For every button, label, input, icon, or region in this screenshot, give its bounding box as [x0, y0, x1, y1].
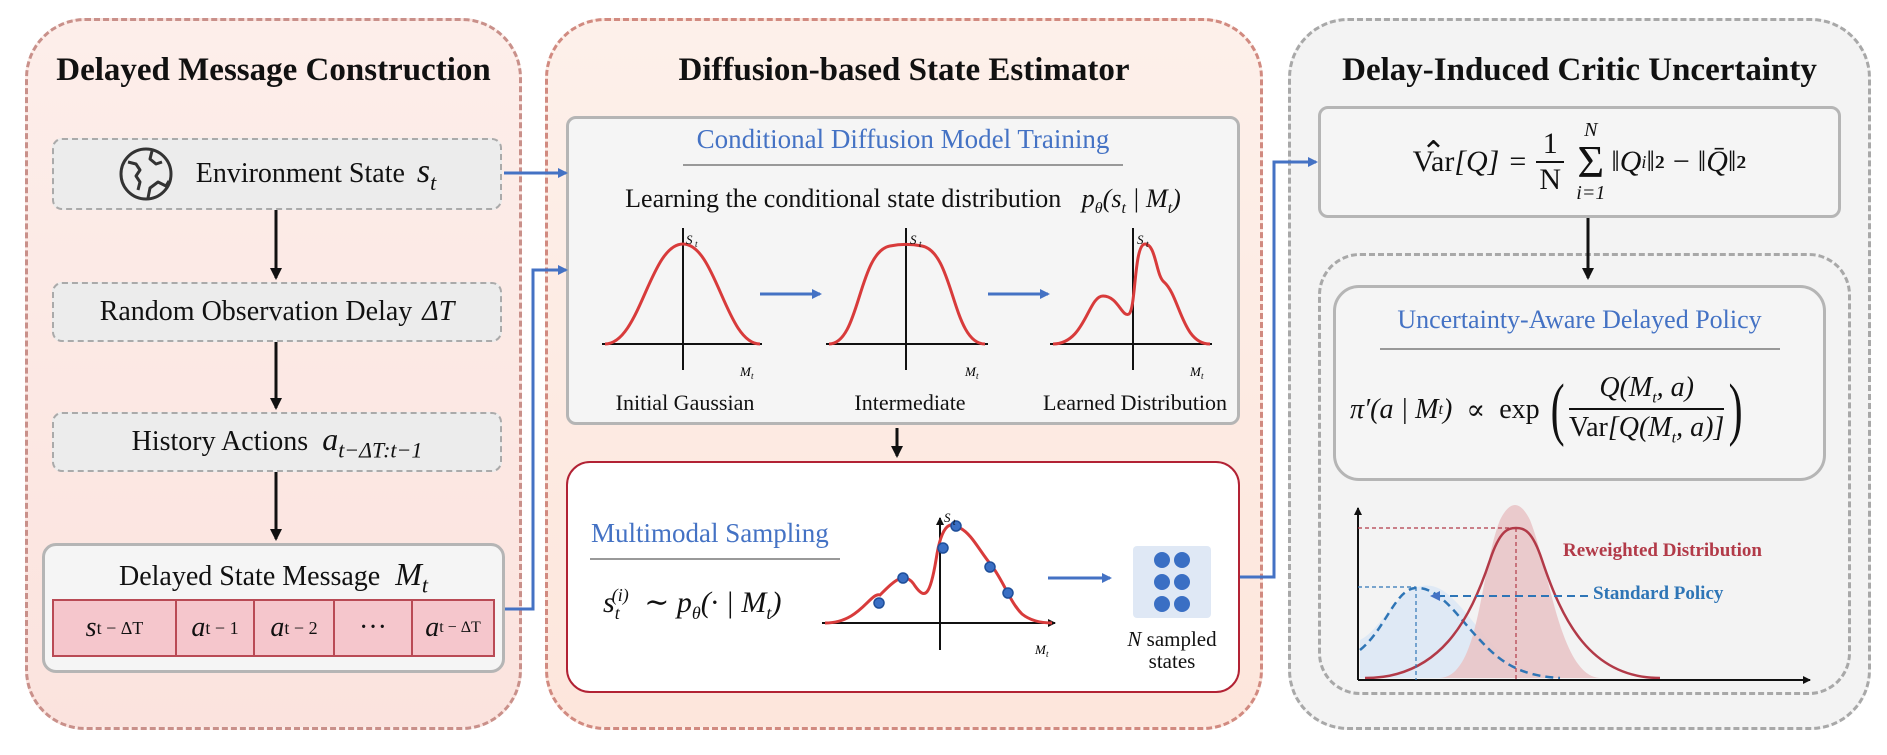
- right-panel-title: Delay-Induced Critic Uncertainty: [1342, 52, 1817, 88]
- caption-initial-gaussian: Initial Gaussian: [615, 390, 755, 415]
- sampled-states-icon: [1133, 546, 1211, 618]
- globe-icon: [119, 147, 173, 201]
- sampled-states-dots: [1154, 552, 1190, 612]
- sample-point: [984, 561, 996, 573]
- observation-delay-label: Random Observation Delay: [99, 296, 413, 327]
- training-title-underline: [683, 164, 1123, 166]
- message-cell-ellipsis: ···: [333, 599, 413, 657]
- message-sub: t: [421, 572, 429, 598]
- delay-math: ΔT: [422, 296, 455, 327]
- caption-learned-distribution: Learned Distribution: [1043, 390, 1227, 415]
- sampling-formula: st(i) ∼ pθ(· | Mt): [603, 585, 782, 623]
- diffusion-training-box: [566, 116, 1240, 425]
- environment-state-label: Environment State: [195, 158, 405, 189]
- svg-text:S: S: [1137, 232, 1144, 247]
- policy-title-underline: [1380, 348, 1780, 350]
- middle-panel-title: Diffusion-based State Estimator: [678, 52, 1130, 88]
- svg-text:S: S: [944, 510, 951, 525]
- history-math: a: [322, 420, 339, 457]
- svg-text:t: t: [919, 239, 922, 249]
- svg-text:t: t: [1146, 239, 1149, 249]
- history-actions-label: History Actions: [131, 426, 309, 457]
- learning-math: pθ(st | Mt): [1081, 184, 1181, 218]
- svg-text:t: t: [953, 517, 956, 527]
- left-panel-title: Delayed Message Construction: [56, 52, 491, 88]
- env-state-sub: t: [430, 169, 437, 195]
- training-title: Conditional Diffusion Model Training: [696, 124, 1110, 154]
- legend-standard: Standard Policy: [1593, 583, 1724, 604]
- plot-policy-distributions: [1354, 505, 1811, 684]
- learning-text-row: Learning the conditional state distribut…: [566, 184, 1240, 218]
- blue-connectors: [504, 157, 1318, 611]
- sample-point: [873, 597, 885, 609]
- learning-text: Learning the conditional state distribut…: [625, 184, 1062, 213]
- sample-point: [897, 572, 909, 584]
- svg-text:t: t: [1201, 371, 1204, 381]
- svg-text:M: M: [739, 364, 752, 379]
- caption-intermediate: Intermediate: [854, 390, 966, 415]
- svg-text:M: M: [964, 364, 977, 379]
- sampling-title-underline: [590, 558, 840, 560]
- policy-title: Uncertainty-Aware Delayed Policy: [1397, 305, 1762, 334]
- message-math: M: [395, 556, 422, 592]
- sample-point: [950, 520, 962, 532]
- svg-text:S: S: [686, 232, 693, 247]
- svg-text:t: t: [1046, 649, 1049, 659]
- sampling-title: Multimodal Sampling: [591, 518, 829, 548]
- sample-point: [1002, 587, 1014, 599]
- svg-text:t: t: [751, 371, 754, 381]
- svg-text:t: t: [976, 371, 979, 381]
- env-state-math: s: [416, 152, 431, 190]
- sample-point: [937, 542, 949, 554]
- uncertainty-policy-box: [1333, 285, 1826, 481]
- svg-text:M: M: [1034, 642, 1047, 657]
- history-sub: t−ΔT:t−1: [338, 437, 423, 463]
- svg-text:t: t: [695, 239, 698, 249]
- policy-region-outline: [1318, 253, 1851, 695]
- observation-delay-box: Random Observation Delay ΔT: [52, 282, 502, 342]
- environment-state-box: Environment State st: [52, 138, 502, 210]
- svg-text:M: M: [1189, 364, 1202, 379]
- svg-text:S: S: [910, 232, 917, 247]
- history-actions-box: History Actions at−ΔT:t−1: [52, 412, 502, 472]
- delayed-message-label: Delayed State Message: [118, 561, 381, 592]
- legend-reweighted: Reweighted Distribution: [1563, 540, 1762, 561]
